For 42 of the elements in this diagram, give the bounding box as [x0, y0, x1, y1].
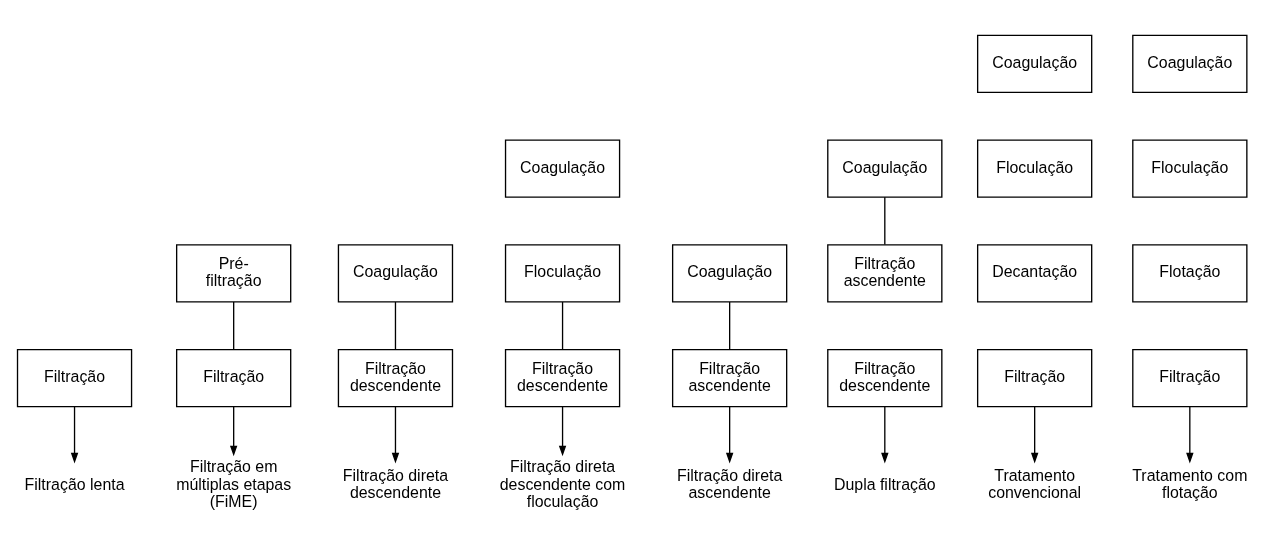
node-box: Coagulação	[671, 244, 788, 303]
node-text: Tratamento com flotação	[1132, 467, 1248, 502]
connector	[729, 301, 731, 350]
connector	[233, 301, 235, 350]
arrow	[391, 406, 400, 464]
node-text: Filtração direta descendente com floculação	[499, 458, 626, 510]
node-box: Coagulação	[1132, 34, 1248, 93]
node-box: Coagulação	[827, 139, 943, 198]
node-box: Coagulação	[977, 34, 1093, 93]
node-text: Filtração lenta	[24, 475, 125, 493]
node-text: Dupla filtração	[833, 475, 936, 493]
node-box: Filtração descendente	[827, 348, 943, 408]
node-text: Tratamento convencional	[988, 467, 1082, 502]
arrow	[1186, 406, 1194, 464]
node-box: Pré-filtração	[176, 244, 292, 303]
node-text: Filtração direta ascendente	[677, 467, 783, 502]
arrow	[725, 406, 734, 464]
arrow	[881, 406, 889, 464]
connector	[561, 301, 564, 350]
node-box: Filtração	[16, 348, 133, 408]
node-text: Filtração em múltiplas etapas (FiME)	[176, 458, 292, 510]
node-box: Filtração descendente	[337, 348, 454, 408]
connector	[394, 301, 397, 350]
node-box: Filtração descendente	[504, 348, 621, 408]
node-box: Filtração	[176, 348, 292, 408]
node-box: Decantação	[977, 244, 1093, 303]
arrow	[1030, 406, 1039, 464]
node-box: Flotação	[1132, 244, 1248, 303]
node-box: Filtração	[977, 348, 1093, 408]
node-box: Coagulação	[504, 139, 621, 198]
node-box: Floculação	[504, 244, 621, 303]
arrow	[558, 406, 567, 457]
connector	[884, 196, 886, 246]
arrow	[229, 406, 238, 457]
node-box: Floculação	[977, 139, 1093, 198]
node-box: Filtração ascendente	[827, 244, 943, 303]
node-box: Filtração ascendente	[671, 348, 788, 408]
node-box: Coagulação	[337, 244, 454, 303]
node-box: Floculação	[1132, 139, 1248, 198]
node-box: Filtração	[1132, 348, 1248, 408]
arrow	[70, 406, 79, 464]
node-text: Filtração direta descendente	[342, 467, 449, 502]
